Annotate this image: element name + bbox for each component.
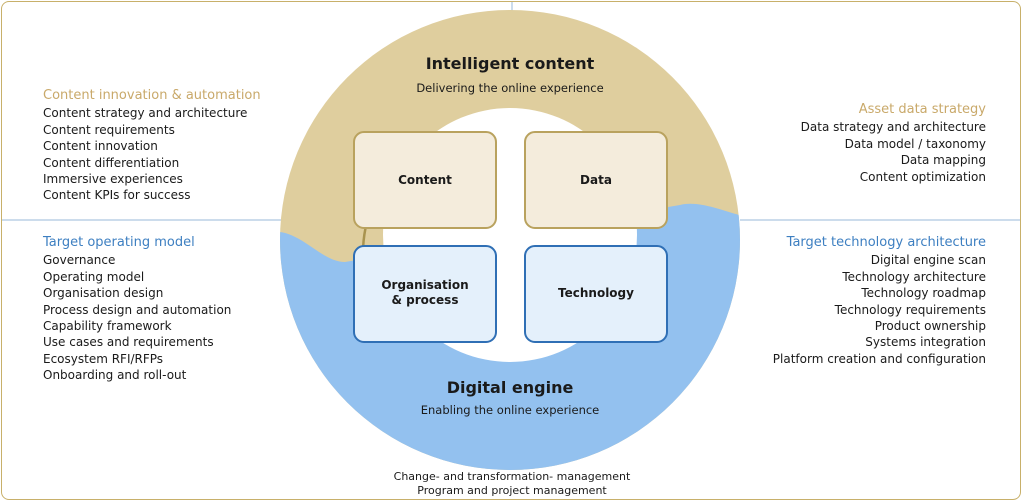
intelligent-content-subtitle: Delivering the online experience [416, 81, 604, 95]
list-item: Platform creation and configuration [772, 351, 986, 366]
digital-engine-subtitle: Enabling the online experience [420, 403, 600, 417]
list-item: Content innovation [43, 139, 158, 154]
asset-data-strategy-block: Asset data strategy Data strategy and ar… [801, 102, 986, 185]
target-operating-model-block: Target operating model Governance Operat… [43, 235, 231, 384]
program-management-line: Program and project management [417, 484, 607, 497]
content-innovation-heading: Content innovation & automation [43, 88, 261, 103]
list-item: Content requirements [43, 122, 175, 137]
organisation-label-line1: Organisation [381, 278, 469, 292]
list-item: Content strategy and architecture [43, 106, 248, 121]
list-item: Data model / taxonomy [844, 136, 986, 151]
content-box-label: Content [398, 173, 452, 187]
target-operating-model-heading: Target operating model [43, 235, 195, 250]
digital-engine-title: Digital engine [446, 378, 574, 397]
list-item: Onboarding and roll-out [43, 368, 187, 383]
intelligent-content-title: Intelligent content [425, 54, 595, 73]
list-item: Immersive experiences [43, 172, 183, 187]
list-item: Governance [43, 253, 116, 268]
change-management-line: Change- and transformation- management [393, 470, 631, 483]
list-item: Process design and automation [43, 302, 232, 317]
list-item: Content KPIs for success [43, 188, 191, 203]
list-item: Data strategy and architecture [800, 120, 986, 135]
list-item: Use cases and requirements [43, 335, 214, 350]
organisation-box [353, 245, 497, 343]
target-technology-architecture-block: Target technology architecture Digital e… [773, 235, 986, 367]
organisation-box-label: Organisation & process [354, 278, 496, 308]
list-item: Data mapping [900, 153, 986, 168]
list-item: Organisation design [43, 286, 164, 301]
content-innovation-block: Content innovation & automation Content … [43, 88, 261, 204]
technology-box-label: Technology [558, 286, 634, 300]
list-item: Digital engine scan [870, 253, 986, 268]
content-box [353, 131, 497, 229]
list-item: Content differentiation [43, 155, 180, 170]
list-item: Systems integration [865, 335, 986, 350]
list-item: Content optimization [859, 169, 986, 184]
data-box [524, 131, 668, 229]
asset-data-strategy-heading: Asset data strategy [858, 102, 986, 117]
list-item: Technology architecture [842, 269, 986, 284]
list-item: Ecosystem RFI/RFPs [43, 351, 164, 366]
data-box-label: Data [580, 173, 612, 187]
list-item: Technology requirements [834, 302, 986, 317]
target-technology-architecture-heading: Target technology architecture [786, 235, 986, 250]
organisation-label-line2: & process [391, 293, 459, 307]
list-item: Product ownership [874, 319, 986, 334]
technology-box [524, 245, 668, 343]
list-item: Technology roadmap [861, 286, 986, 301]
list-item: Operating model [43, 269, 145, 284]
list-item: Capability framework [43, 319, 172, 334]
